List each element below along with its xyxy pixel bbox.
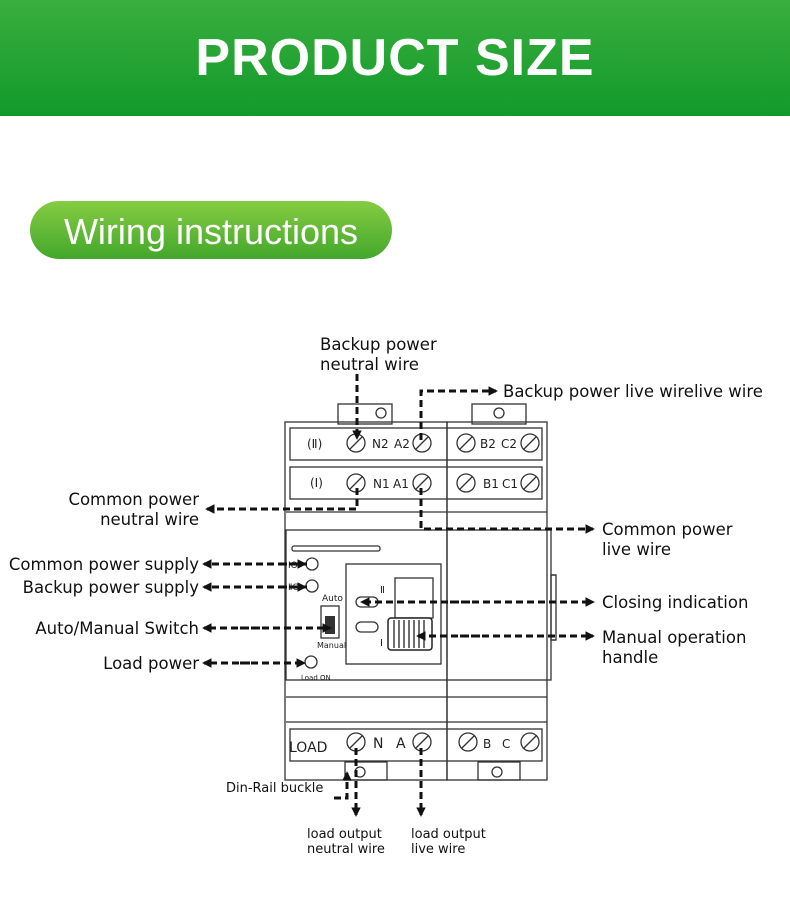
top-clips [337, 403, 527, 425]
manual-label: Manual [317, 641, 346, 650]
banner-title: PRODUCT SIZE [195, 29, 595, 87]
screw-c2 [520, 433, 540, 453]
ind-i-label: Ⅰ [380, 638, 383, 649]
label-c1: C1 [502, 477, 518, 491]
label-load-live-2: live wire [411, 842, 465, 857]
label-load-neutral-1: load output [307, 827, 382, 842]
label-c2: C2 [501, 437, 517, 451]
label-n1: N1 [373, 477, 390, 491]
label-backup-supply: Backup power supply [23, 578, 200, 597]
arrow-common-live [419, 488, 595, 534]
arrow-common-neutral [205, 488, 359, 514]
banner: PRODUCT SIZE [0, 0, 790, 116]
terminal-row-load [289, 728, 543, 762]
switch-knob [325, 616, 335, 634]
label-a2: A2 [394, 437, 410, 451]
auto-manual-switch [320, 605, 340, 639]
label-handle-1: Manual operation [602, 628, 746, 647]
section-pill: Wiring instructions [30, 201, 392, 259]
label-load-power: Load power [103, 654, 199, 673]
label-a: A [396, 736, 406, 752]
label-auto-manual: Auto/Manual Switch [35, 619, 199, 638]
load-on-label: Load ON [301, 674, 331, 682]
ats-device: (Ⅱ) N2 A2 B2 C2 (Ⅰ) N1 A1 B1 C1 LOAD N A… [284, 403, 557, 781]
screw-c1 [520, 473, 540, 493]
label-load-live-1: load output [411, 827, 486, 842]
indicator-strip [291, 545, 381, 552]
row2-label: (Ⅱ) [307, 437, 322, 451]
label-b2: B2 [480, 437, 496, 451]
label-common-neutral-1: Common power [68, 490, 199, 509]
label-c: C [502, 737, 510, 751]
label-load-neutral-2: neutral wire [307, 842, 385, 857]
label-n: N [373, 736, 383, 752]
terminal-row-2 [289, 427, 543, 461]
label-backup-live: Backup power live wirelive wire [503, 382, 763, 401]
screw-c [520, 732, 540, 752]
row1-label: (Ⅰ) [310, 476, 323, 490]
label-handle-2: handle [602, 648, 658, 667]
auto-label: Auto [322, 594, 343, 604]
handle-grip-icon [393, 620, 425, 648]
label-common-supply: Common power supply [9, 555, 199, 574]
ind-ii-label: Ⅱ [380, 585, 385, 596]
screw-b2 [456, 433, 476, 453]
label-common-neutral-2: neutral wire [100, 510, 199, 529]
label-b: B [483, 737, 491, 751]
center-body [285, 529, 552, 681]
arrow-backup-live [419, 386, 498, 440]
terminal-row-1 [289, 466, 543, 500]
handle-slot [394, 577, 434, 619]
label-b1: B1 [483, 477, 499, 491]
label-common-live-1: Common power [602, 520, 733, 539]
label-common-live-2: live wire [602, 540, 671, 559]
label-n2: N2 [372, 437, 389, 451]
label-din-rail: Din-Rail buckle [226, 781, 323, 796]
arrow-din-rail [334, 771, 352, 800]
label-backup-neutral-2: neutral wire [320, 355, 419, 374]
section-title: Wiring instructions [63, 211, 359, 252]
led-load [304, 655, 318, 669]
operation-window [345, 563, 442, 665]
screw-b [458, 732, 478, 752]
indicator-i [355, 621, 379, 633]
screw-n2 [346, 433, 366, 453]
svg-text:ⅠO: ⅠO [288, 561, 298, 571]
bottom-clips [344, 761, 521, 781]
label-a1: A1 [393, 477, 409, 491]
load-label: LOAD [289, 740, 327, 756]
label-closing: Closing indication [602, 593, 748, 612]
label-backup-neutral-1: Backup power [320, 335, 437, 354]
screw-b1 [456, 473, 476, 493]
leader-lines [202, 374, 595, 817]
